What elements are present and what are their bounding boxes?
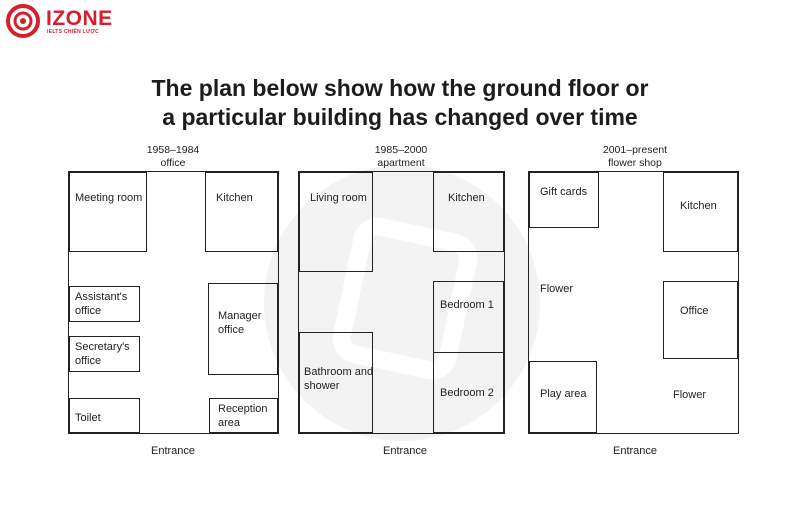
room-living-room: Living room — [299, 172, 373, 272]
room-label: Bedroom 2 — [440, 387, 494, 399]
room-bedroom-1: Bedroom 1 — [433, 281, 504, 353]
title-line-1: The plan below show how the ground floor… — [151, 75, 649, 101]
room-reception-area: Reception area — [209, 398, 278, 433]
room-kitchen: Kitchen — [433, 172, 504, 252]
room-label: Kitchen — [216, 192, 253, 204]
area-flower-right: Flower — [673, 389, 707, 401]
plan-2-header: 1985–2000 apartment — [311, 144, 491, 170]
room-label: Kitchen — [448, 192, 485, 204]
room-assistants-office: Assistant's office — [69, 286, 140, 322]
plan-3-period: 2001–present — [602, 144, 668, 156]
plan-3-use: flower shop — [608, 157, 662, 169]
room-label: Living room — [310, 192, 367, 204]
plan-3-floor: Gift cards Kitchen Flower Office Play ar… — [528, 171, 739, 434]
plan-3-entrance: Entrance — [612, 445, 658, 457]
izone-logo: IZONE IELTS CHIẾN LƯỢC — [6, 4, 136, 40]
room-meeting-room: Meeting room — [69, 172, 147, 252]
brand-tagline: IELTS CHIẾN LƯỢC — [47, 29, 100, 35]
target-icon — [6, 4, 40, 38]
brand-name: IZONE — [46, 7, 113, 30]
plan-1-header: 1958–1984 office — [83, 144, 263, 170]
room-label: Play area — [540, 388, 587, 400]
room-label: Bedroom 1 — [440, 299, 494, 311]
room-label: Secretary's office — [75, 341, 130, 367]
room-label: Toilet — [75, 412, 101, 424]
room-bathroom-and-shower: Bathroom and shower — [299, 332, 373, 433]
room-play-area: Play area — [529, 361, 597, 433]
room-label: Gift cards — [540, 186, 588, 198]
room-label: Office — [680, 305, 709, 317]
room-kitchen: Kitchen — [205, 172, 278, 252]
room-secretarys-office: Secretary's office — [69, 336, 140, 372]
room-bedroom-2: Bedroom 2 — [433, 352, 504, 433]
plan-2-entrance: Entrance — [382, 445, 428, 457]
title-line-2: a particular building has changed over t… — [162, 104, 638, 130]
room-kitchen: Kitchen — [663, 172, 738, 252]
room-office: Office — [663, 281, 738, 359]
plan-2-floor: Living room Kitchen Bedroom 1 Bathroom a… — [298, 171, 505, 434]
room-label: Bathroom and shower — [304, 366, 374, 392]
plan-1-use: office — [160, 157, 186, 169]
plan-1-period: 1958–1984 — [146, 144, 200, 156]
plan-1-entrance: Entrance — [150, 445, 196, 457]
room-manager-office: Manager office — [208, 283, 278, 375]
room-label: Kitchen — [680, 200, 717, 212]
room-gift-cards: Gift cards — [529, 172, 599, 228]
diagram-title: The plan below show how the ground floor… — [100, 74, 700, 132]
plan-1-floor: Meeting room Kitchen Assistant's office … — [68, 171, 279, 434]
room-toilet: Toilet — [69, 398, 140, 433]
plan-2-period: 1985–2000 — [374, 144, 428, 156]
room-label: Assistant's office — [75, 291, 128, 317]
room-label: Manager office — [218, 310, 262, 336]
watermark-logo — [264, 165, 540, 441]
room-label: Meeting room — [75, 192, 143, 204]
area-flower-left: Flower — [540, 283, 574, 295]
plan-2-use: apartment — [377, 157, 425, 169]
room-label: Reception area — [218, 403, 268, 429]
plan-3-header: 2001–present flower shop — [545, 144, 725, 170]
